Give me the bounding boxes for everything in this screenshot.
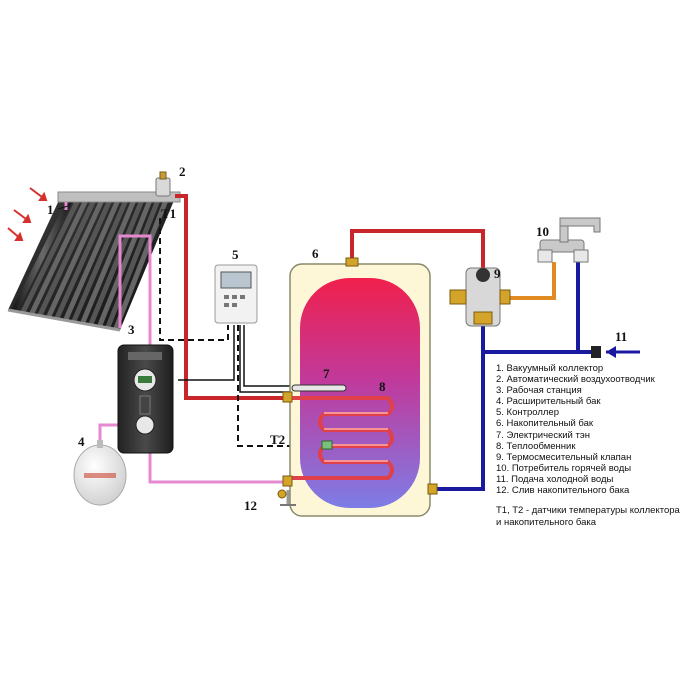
legend-item: 1. Вакуумный коллектор: [496, 363, 604, 374]
hot-supply-pipe: [175, 194, 485, 400]
mixing-valve: [449, 267, 511, 327]
electric-heater: [291, 384, 347, 392]
label-air-vent: 2: [179, 164, 186, 179]
label-sensor-t2: T2: [270, 432, 285, 447]
label-storage-tank: 6: [312, 246, 319, 261]
label-station: 3: [128, 322, 135, 337]
legend-item: 5. Контроллер: [496, 407, 559, 419]
legend-item: 4. Расширительный бак: [496, 396, 601, 408]
sun-arrows: [7, 187, 48, 241]
label-sensor-t1: T1: [161, 206, 176, 221]
label-mixing-valve: 9: [494, 266, 501, 281]
controller: [214, 264, 258, 324]
faucet: [537, 217, 601, 263]
heat-exchanger: [290, 396, 394, 480]
label-consumer: 10: [536, 224, 549, 239]
vacuum-collector: [7, 191, 181, 332]
label-heat-exchanger: 8: [379, 379, 386, 394]
legend-item: 3. Рабочая станция: [496, 385, 582, 397]
storage-tank: [289, 257, 431, 517]
label-collector: 1: [47, 202, 54, 217]
air-vent: [155, 171, 171, 197]
heat-exchanger-highlight: [324, 412, 388, 462]
legend-item: 2. Автоматический воздухоотводчик: [496, 374, 655, 386]
vacuum-tubes: [12, 198, 169, 329]
label-expansion-tank: 4: [78, 434, 85, 449]
legend-item: 6. Накопительный бак: [496, 418, 594, 430]
label-heater: 7: [323, 366, 330, 381]
legend-item: 10. Потребитель горячей воды: [496, 462, 632, 474]
sensor-note: T1, T2 - датчики температуры коллектора …: [496, 505, 680, 528]
expansion-tank: [73, 440, 127, 506]
label-cold-supply: 11: [615, 329, 627, 344]
legend: 1. Вакуумный коллектор 2. Автоматический…: [496, 363, 655, 496]
tank-fittings: [282, 391, 438, 495]
working-station: [117, 344, 174, 454]
mixed-water-pipe: [508, 262, 556, 300]
label-drain: 12: [244, 498, 257, 513]
legend-item: 8. Теплообменник: [496, 440, 576, 452]
sensor-note-line: T1, T2 - датчики температуры коллектора: [496, 505, 680, 516]
legend-item: 9. Термосмесительный клапан: [496, 451, 632, 463]
cold-pipes: [430, 260, 595, 491]
legend-item: 11. Подача холодной воды: [496, 473, 614, 485]
label-controller: 5: [232, 247, 239, 262]
drain-valve: [277, 489, 296, 506]
cold-supply-arrow: [591, 346, 640, 358]
legend-item: 7. Электрический тэн: [496, 429, 590, 441]
sensor-note-line: и накопительного бака: [496, 516, 597, 528]
legend-item: 12. Слив накопительного бака: [496, 485, 630, 497]
